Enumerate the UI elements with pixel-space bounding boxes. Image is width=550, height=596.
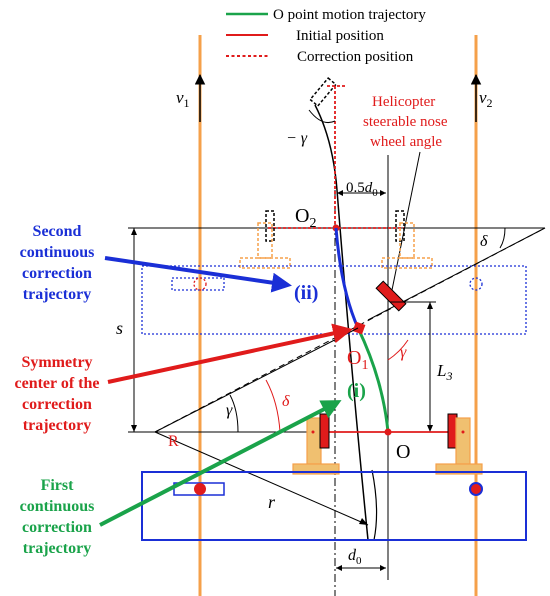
l3-label: L3 [436,361,452,383]
legend-label-initial: Initial position [296,28,384,44]
arrow-first-trajectory [99,400,342,527]
r-radius-arrowhead [359,518,368,525]
top-correction-wheel [309,77,337,107]
initial-right-circle [469,482,483,496]
step-ii-label: (ii) [294,282,318,304]
l3-arrow-bottom [427,425,433,432]
delta-top-arc [499,227,506,249]
gamma-right-label: γ [400,344,407,361]
annotation-first-line3: correction [22,519,92,536]
steered-nose-wheel [375,280,407,312]
d0-label: d0 [348,547,362,567]
arrow-second-trajectory [104,256,292,293]
annotation-symmetry-line1: Symmetry [21,354,92,371]
half-d0-label: 0.5d0 [346,180,378,199]
s-arrow-top [131,228,137,235]
gamma-left-label: γ [226,402,233,419]
initial-left-hub [311,430,315,434]
delta-mid-arc [265,379,281,433]
annotation-second-line1: Second [33,223,82,240]
v1-label: v1 [176,88,190,110]
d0-arrow-left [336,565,342,571]
d0-arrow-right [380,565,386,571]
annotation-symmetry-line2: center of the [15,375,100,392]
o2-right-foot [381,257,433,269]
helicopter-note-line3: wheel angle [370,134,442,150]
first-trajectory-curve [356,327,390,433]
initial-left-foot [292,463,340,475]
correction-left-pad [171,277,225,291]
neg-gamma-label: − γ [286,130,308,147]
annotation-second-line2: continuous [20,244,95,261]
initial-left-strut [306,417,322,465]
second-trajectory-curve [334,227,360,329]
r-label: R [168,433,179,450]
legend-label-trajectory: O point motion trajectory [273,7,426,23]
delta-mid-label: δ [282,393,290,410]
annotation-first-trajectory: First continuous correction trajectory [20,477,95,557]
s-arrow-bottom [131,425,137,432]
o2-left-wheel [265,210,275,242]
annotation-first-line4: trajectory [23,540,91,557]
initial-left-circle [194,483,206,495]
step-i-label: (i) [347,380,366,402]
neg-gamma-arc [308,109,336,124]
arrow-symmetry-center [107,323,353,384]
initial-left-wheel [319,413,330,449]
annotation-first-line2: continuous [20,498,95,515]
initial-right-foot [435,463,483,475]
o1-marker [352,321,366,335]
reference-arc [314,104,369,541]
half-d0-arrow-left [337,190,343,196]
annotation-second-line3: correction [22,265,92,282]
initial-right-hub [461,430,465,434]
gamma-right-arc [387,339,409,361]
correction-right-circle [469,277,483,291]
annotation-symmetry-line3: correction [22,396,92,413]
r-radius-line [154,431,369,526]
o-label: O [396,441,410,463]
annotation-second-line4: trajectory [23,286,91,303]
helicopter-note-line1: Helicopter [372,94,435,110]
legend: O point motion trajectory Initial positi… [226,7,426,65]
helicopter-note-pointer [391,151,421,291]
s-label: s [116,318,123,338]
delta-top-label: δ [480,233,488,250]
o-point [384,428,392,436]
gamma-left-arc [229,394,239,433]
correction-left-circle [193,277,207,291]
v2-label: v2 [479,88,493,110]
annotation-symmetry-center: Symmetry center of the correction trajec… [15,354,100,434]
annotation-first-line1: First [41,477,75,494]
reference-arc-lower [371,469,378,541]
initial-body [141,471,527,541]
o2-left-foot [239,257,291,269]
half-d0-arrow-right [380,190,386,196]
o1-label: O1 [347,347,368,373]
r-radius-label: r [268,492,276,512]
o2-label: O2 [295,205,316,231]
r-to-o1-line [154,327,359,433]
initial-right-strut [455,417,471,465]
helicopter-note: Helicopter steerable nose wheel angle [363,94,448,150]
helicopter-note-line2: steerable nose [363,114,448,130]
l3-arrow-top [427,302,433,309]
annotation-symmetry-line4: trajectory [23,417,91,434]
legend-label-correction: Correction position [297,49,414,65]
annotation-second-trajectory: Second continuous correction trajectory [20,223,95,303]
